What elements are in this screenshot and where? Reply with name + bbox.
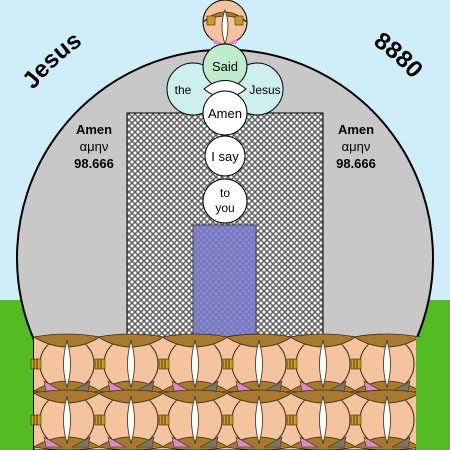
top-emblem	[202, 0, 248, 46]
left-value: 98.666	[74, 156, 114, 171]
word-to: to	[220, 186, 230, 200]
word-i-say: I say	[211, 149, 239, 164]
left-label-group: Amen αμην 98.666	[74, 122, 114, 171]
word-you: you	[215, 201, 234, 215]
patterned-base	[30, 333, 450, 450]
blue-doorway	[192, 224, 257, 338]
right-greek: αμην	[342, 139, 371, 154]
left-greek: αμην	[80, 139, 109, 154]
right-label-group: Amen αμην 98.666	[336, 122, 376, 171]
circle-i-say	[204, 135, 246, 177]
word-amen: Amen	[208, 106, 242, 121]
left-amen: Amen	[76, 122, 112, 137]
word-said: Said	[212, 59, 238, 74]
word-jesus: Jesus	[249, 83, 280, 97]
right-value: 98.666	[336, 156, 376, 171]
circle-to-you	[202, 178, 248, 224]
circle-amen	[202, 90, 248, 136]
right-amen: Amen	[338, 122, 374, 137]
word-the: the	[175, 83, 192, 97]
